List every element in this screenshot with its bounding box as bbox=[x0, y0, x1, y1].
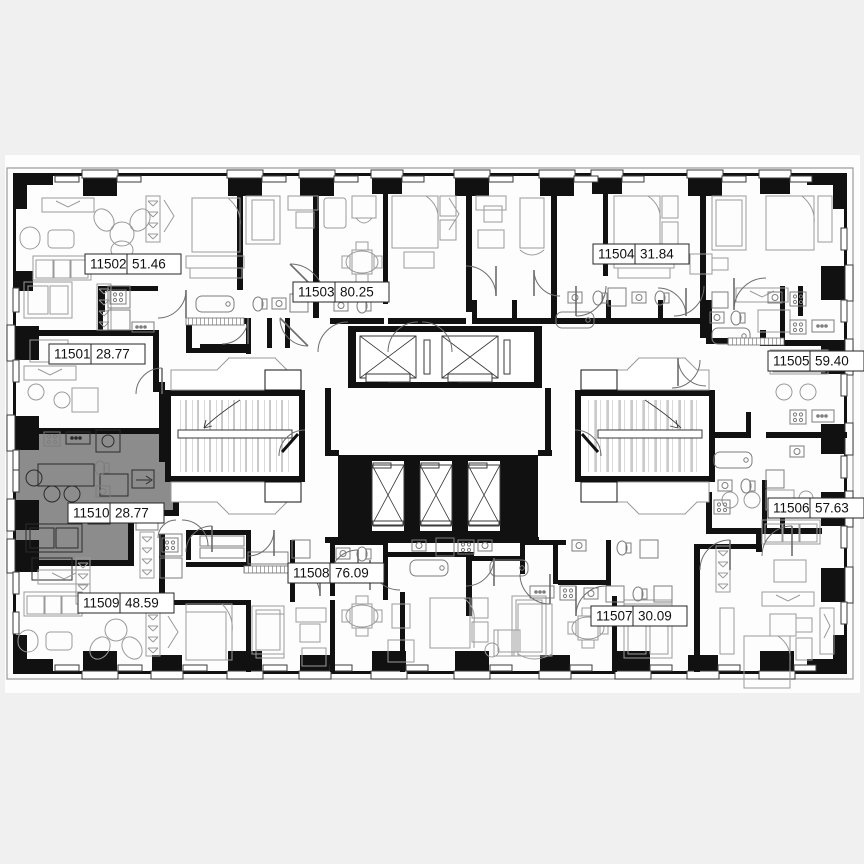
unit-area: 51.46 bbox=[132, 257, 166, 272]
unit-id: 11503 bbox=[298, 285, 335, 300]
staircase-right bbox=[574, 357, 715, 515]
unit-id: 11505 bbox=[773, 354, 810, 369]
unit-label-11508[interactable]: 11508 76.09 bbox=[287, 562, 385, 584]
unit-area: 76.09 bbox=[335, 566, 369, 581]
unit-id: 11501 bbox=[54, 347, 91, 362]
unit-area: 31.84 bbox=[640, 247, 674, 262]
unit-area: 59.40 bbox=[815, 354, 849, 369]
unit-area: 28.77 bbox=[115, 506, 149, 521]
perimeter-columns bbox=[6, 169, 854, 680]
unit-id: 11506 bbox=[773, 501, 810, 516]
unit-id: 11504 bbox=[598, 247, 635, 262]
unit-area: 28.77 bbox=[96, 347, 130, 362]
unit-id: 11508 bbox=[293, 566, 330, 581]
unit-area: 30.09 bbox=[638, 609, 672, 624]
elevator-bank-top bbox=[348, 326, 542, 388]
unit-label-11503[interactable]: 11503 80.25 bbox=[292, 281, 390, 303]
unit-id: 11507 bbox=[596, 609, 633, 624]
unit-area: 48.59 bbox=[125, 596, 159, 611]
staircase-left bbox=[165, 357, 306, 515]
unit-label-11510[interactable]: 11510 28.77 bbox=[67, 502, 165, 524]
elevator-bank-center bbox=[338, 455, 538, 537]
central-core bbox=[165, 326, 715, 543]
furniture-layer bbox=[17, 195, 835, 689]
unit-11510-furniture bbox=[25, 429, 129, 605]
unit-label-11504[interactable]: 11504 31.84 bbox=[592, 243, 690, 265]
unit-area: 80.25 bbox=[340, 285, 374, 300]
unit-label-11505[interactable]: 11505 59.40 bbox=[767, 350, 864, 372]
unit-id: 11509 bbox=[83, 596, 120, 611]
unit-label-11507[interactable]: 11507 30.09 bbox=[590, 605, 688, 627]
unit-id: 11510 bbox=[73, 506, 110, 521]
unit-label-11506[interactable]: 11506 57.63 bbox=[767, 497, 864, 519]
unit-label-11501[interactable]: 11501 28.77 bbox=[48, 343, 146, 365]
unit-label-11509[interactable]: 11509 48.59 bbox=[77, 592, 175, 614]
unit-labels: 11501 28.77 11502 51.46 11503 80.25 1150… bbox=[48, 243, 864, 627]
unit-area: 57.63 bbox=[815, 501, 849, 516]
unit-label-11502[interactable]: 11502 51.46 bbox=[84, 253, 182, 275]
unit-id: 11502 bbox=[90, 257, 127, 272]
